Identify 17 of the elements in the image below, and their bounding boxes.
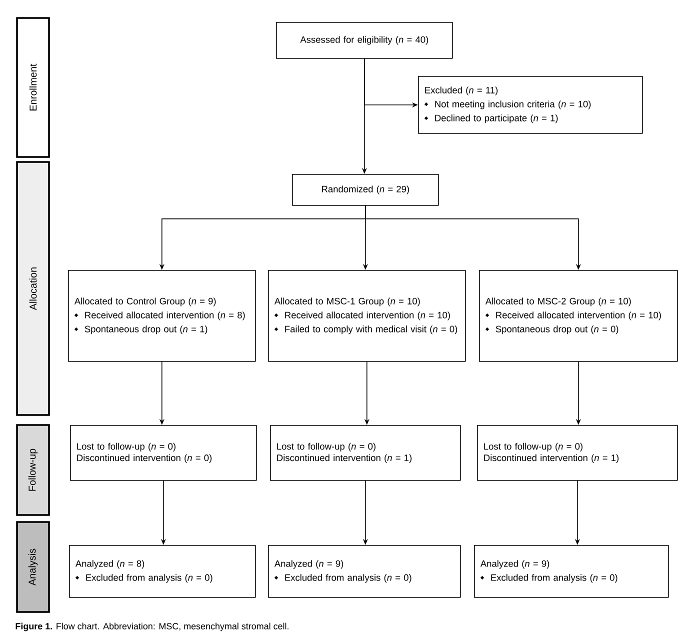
process-box: Allocated to MSC-2 Group (n = 10) Received allocated intervention (n = 10) Spontaneous drop out (n = 0): [479, 270, 678, 362]
process-box: Randomized (n = 29): [292, 174, 439, 206]
process-box: Lost to follow-up (n = 0) Discontinued intervention (n = 1): [270, 425, 461, 481]
process-box: Analyzed (n = 9) Excluded from analysis (n = 0): [474, 545, 669, 598]
process-box: Assessed for eligibility (n = 40): [276, 22, 453, 59]
process-box: Allocated to Control Group (n = 9) Received allocated intervention (n = 8) Spontaneous drop out (n = 1): [68, 270, 256, 362]
process-box: Allocated to MSC-1 Group (n = 10) Received allocated intervention (n = 10) Failed to comply with medical visit (n = 0): [268, 270, 466, 362]
stage-band: Follow-up: [16, 424, 50, 516]
stage-band: Enrollment: [16, 17, 50, 158]
process-box: Analyzed (n = 8) Excluded from analysis (n = 0): [69, 545, 256, 598]
process-box: Lost to follow-up (n = 0) Discontinued intervention (n = 0): [70, 425, 257, 481]
process-box: Analyzed (n = 9) Excluded from analysis (n = 0): [268, 545, 461, 598]
caption: Figure 1. Flow chart. Abbreviation: MSC, mesenchymal stromal cell.: [16, 622, 288, 632]
process-box: Lost to follow-up (n = 0) Discontinued intervention (n = 1): [477, 425, 678, 481]
stage-band: Allocation: [16, 161, 50, 416]
process-box: Excluded (n = 11) Not meeting inclusion criteria (n = 10) Declined to participate (n = 1): [418, 76, 643, 134]
stage-band: Analysis: [16, 521, 50, 613]
